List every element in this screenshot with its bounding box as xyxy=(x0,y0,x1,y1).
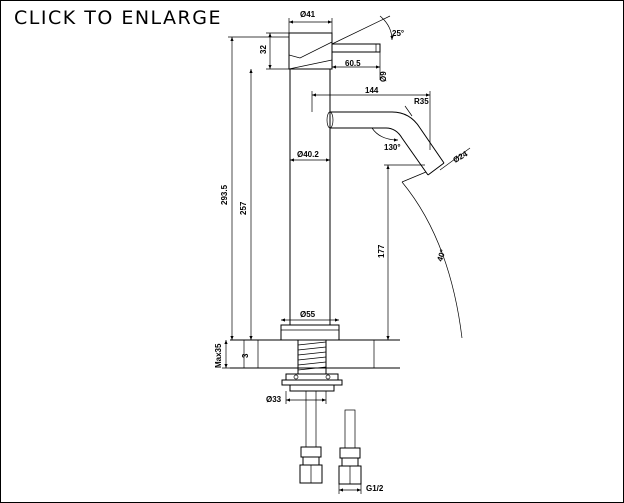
dimension-lines xyxy=(222,15,471,494)
dim-h177: 177 xyxy=(377,244,386,258)
dim-r35: R35 xyxy=(414,97,429,106)
countertop-section xyxy=(230,339,400,392)
dim-g1-2: G1/2 xyxy=(366,484,384,493)
tap-body xyxy=(280,69,340,341)
dim-h32: 32 xyxy=(259,45,268,54)
tap-head xyxy=(288,15,391,70)
dim-d40-2: Ø40.2 xyxy=(297,150,319,159)
dim-d41: Ø41 xyxy=(300,10,316,19)
dim-d24: Ø24 xyxy=(452,149,470,165)
dim-reach-144: 144 xyxy=(365,86,379,95)
dimension-labels: Ø41 25° 32 60.5 Ø9 144 R35 130° Ø24 Ø40.… xyxy=(214,10,470,493)
lever-handle xyxy=(331,43,381,53)
flexible-hoses xyxy=(299,390,362,485)
dim-l60-5: 60.5 xyxy=(345,59,361,68)
dim-angle-25: 25° xyxy=(392,29,404,38)
dim-angle-130: 130° xyxy=(384,143,401,152)
spout xyxy=(326,111,445,176)
dim-d9: Ø9 xyxy=(379,71,388,82)
dim-d55: Ø55 xyxy=(300,310,316,319)
click-to-enlarge-link[interactable]: CLICK TO ENLARGE xyxy=(14,7,222,29)
dim-h293-5: 293.5 xyxy=(220,184,229,205)
dim-d33: Ø33 xyxy=(266,395,282,404)
dim-angle-40: 40° xyxy=(435,248,447,262)
dim-h3: 3 xyxy=(241,353,250,358)
dim-max35: Max35 xyxy=(214,343,223,368)
dim-h257: 257 xyxy=(239,201,248,215)
